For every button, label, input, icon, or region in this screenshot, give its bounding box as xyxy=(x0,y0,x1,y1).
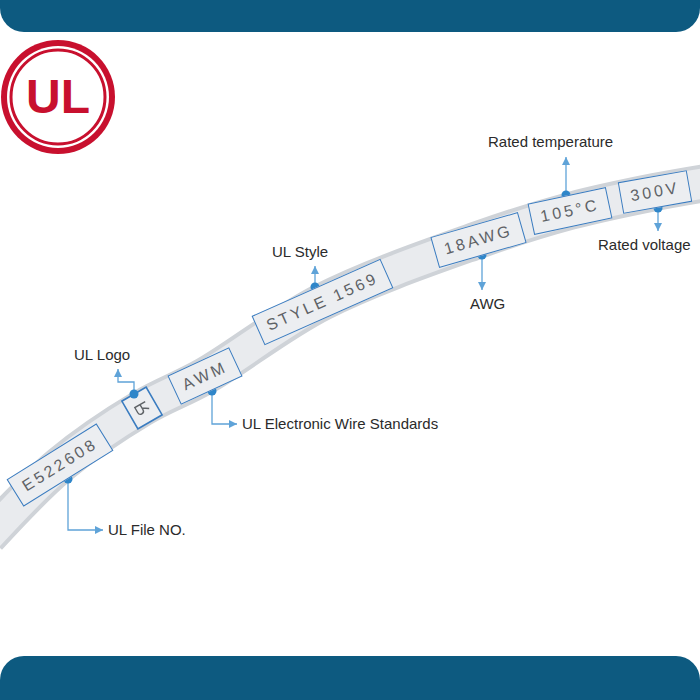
callout-label: Rated voltage xyxy=(598,236,691,254)
printed-marking: 300V xyxy=(629,180,680,204)
leader-line xyxy=(565,157,566,195)
leader-line xyxy=(481,255,482,290)
mark-glyph xyxy=(135,402,150,416)
callout-label: UL Style xyxy=(272,243,328,261)
cable-print-segment: STYLE 1569 xyxy=(251,259,393,346)
logo-letters: UL xyxy=(26,73,90,121)
cable-highlight xyxy=(0,182,700,537)
logo-inner-ring xyxy=(11,50,105,144)
callout-label: Rated temperature xyxy=(488,133,613,151)
printed-marking: 18AWG xyxy=(442,223,514,258)
leader-line xyxy=(68,479,103,530)
callout-label: UL Electronic Wire Standards xyxy=(242,415,438,433)
callout-label: UL File NO. xyxy=(108,521,186,539)
logo-outer-ring xyxy=(1,40,115,154)
logo-badge: UL xyxy=(0,39,116,155)
cable-print-segment: E522608 xyxy=(7,423,114,506)
recognized-mark-symbol xyxy=(135,402,150,416)
bottom-bar xyxy=(0,656,700,700)
cable-print-segment: 300V xyxy=(618,170,692,214)
leader-line xyxy=(212,391,237,424)
mark-box xyxy=(122,387,162,429)
cable-sheath xyxy=(0,182,700,537)
top-bar xyxy=(0,0,700,32)
callout-label: UL Logo xyxy=(74,346,130,364)
leader-dot xyxy=(130,390,139,399)
cable xyxy=(0,182,700,537)
printed-marking: 105°C xyxy=(539,197,601,225)
mark-segment xyxy=(122,387,162,429)
callout-label: AWG xyxy=(470,295,505,313)
logo-white-ring xyxy=(7,46,109,148)
